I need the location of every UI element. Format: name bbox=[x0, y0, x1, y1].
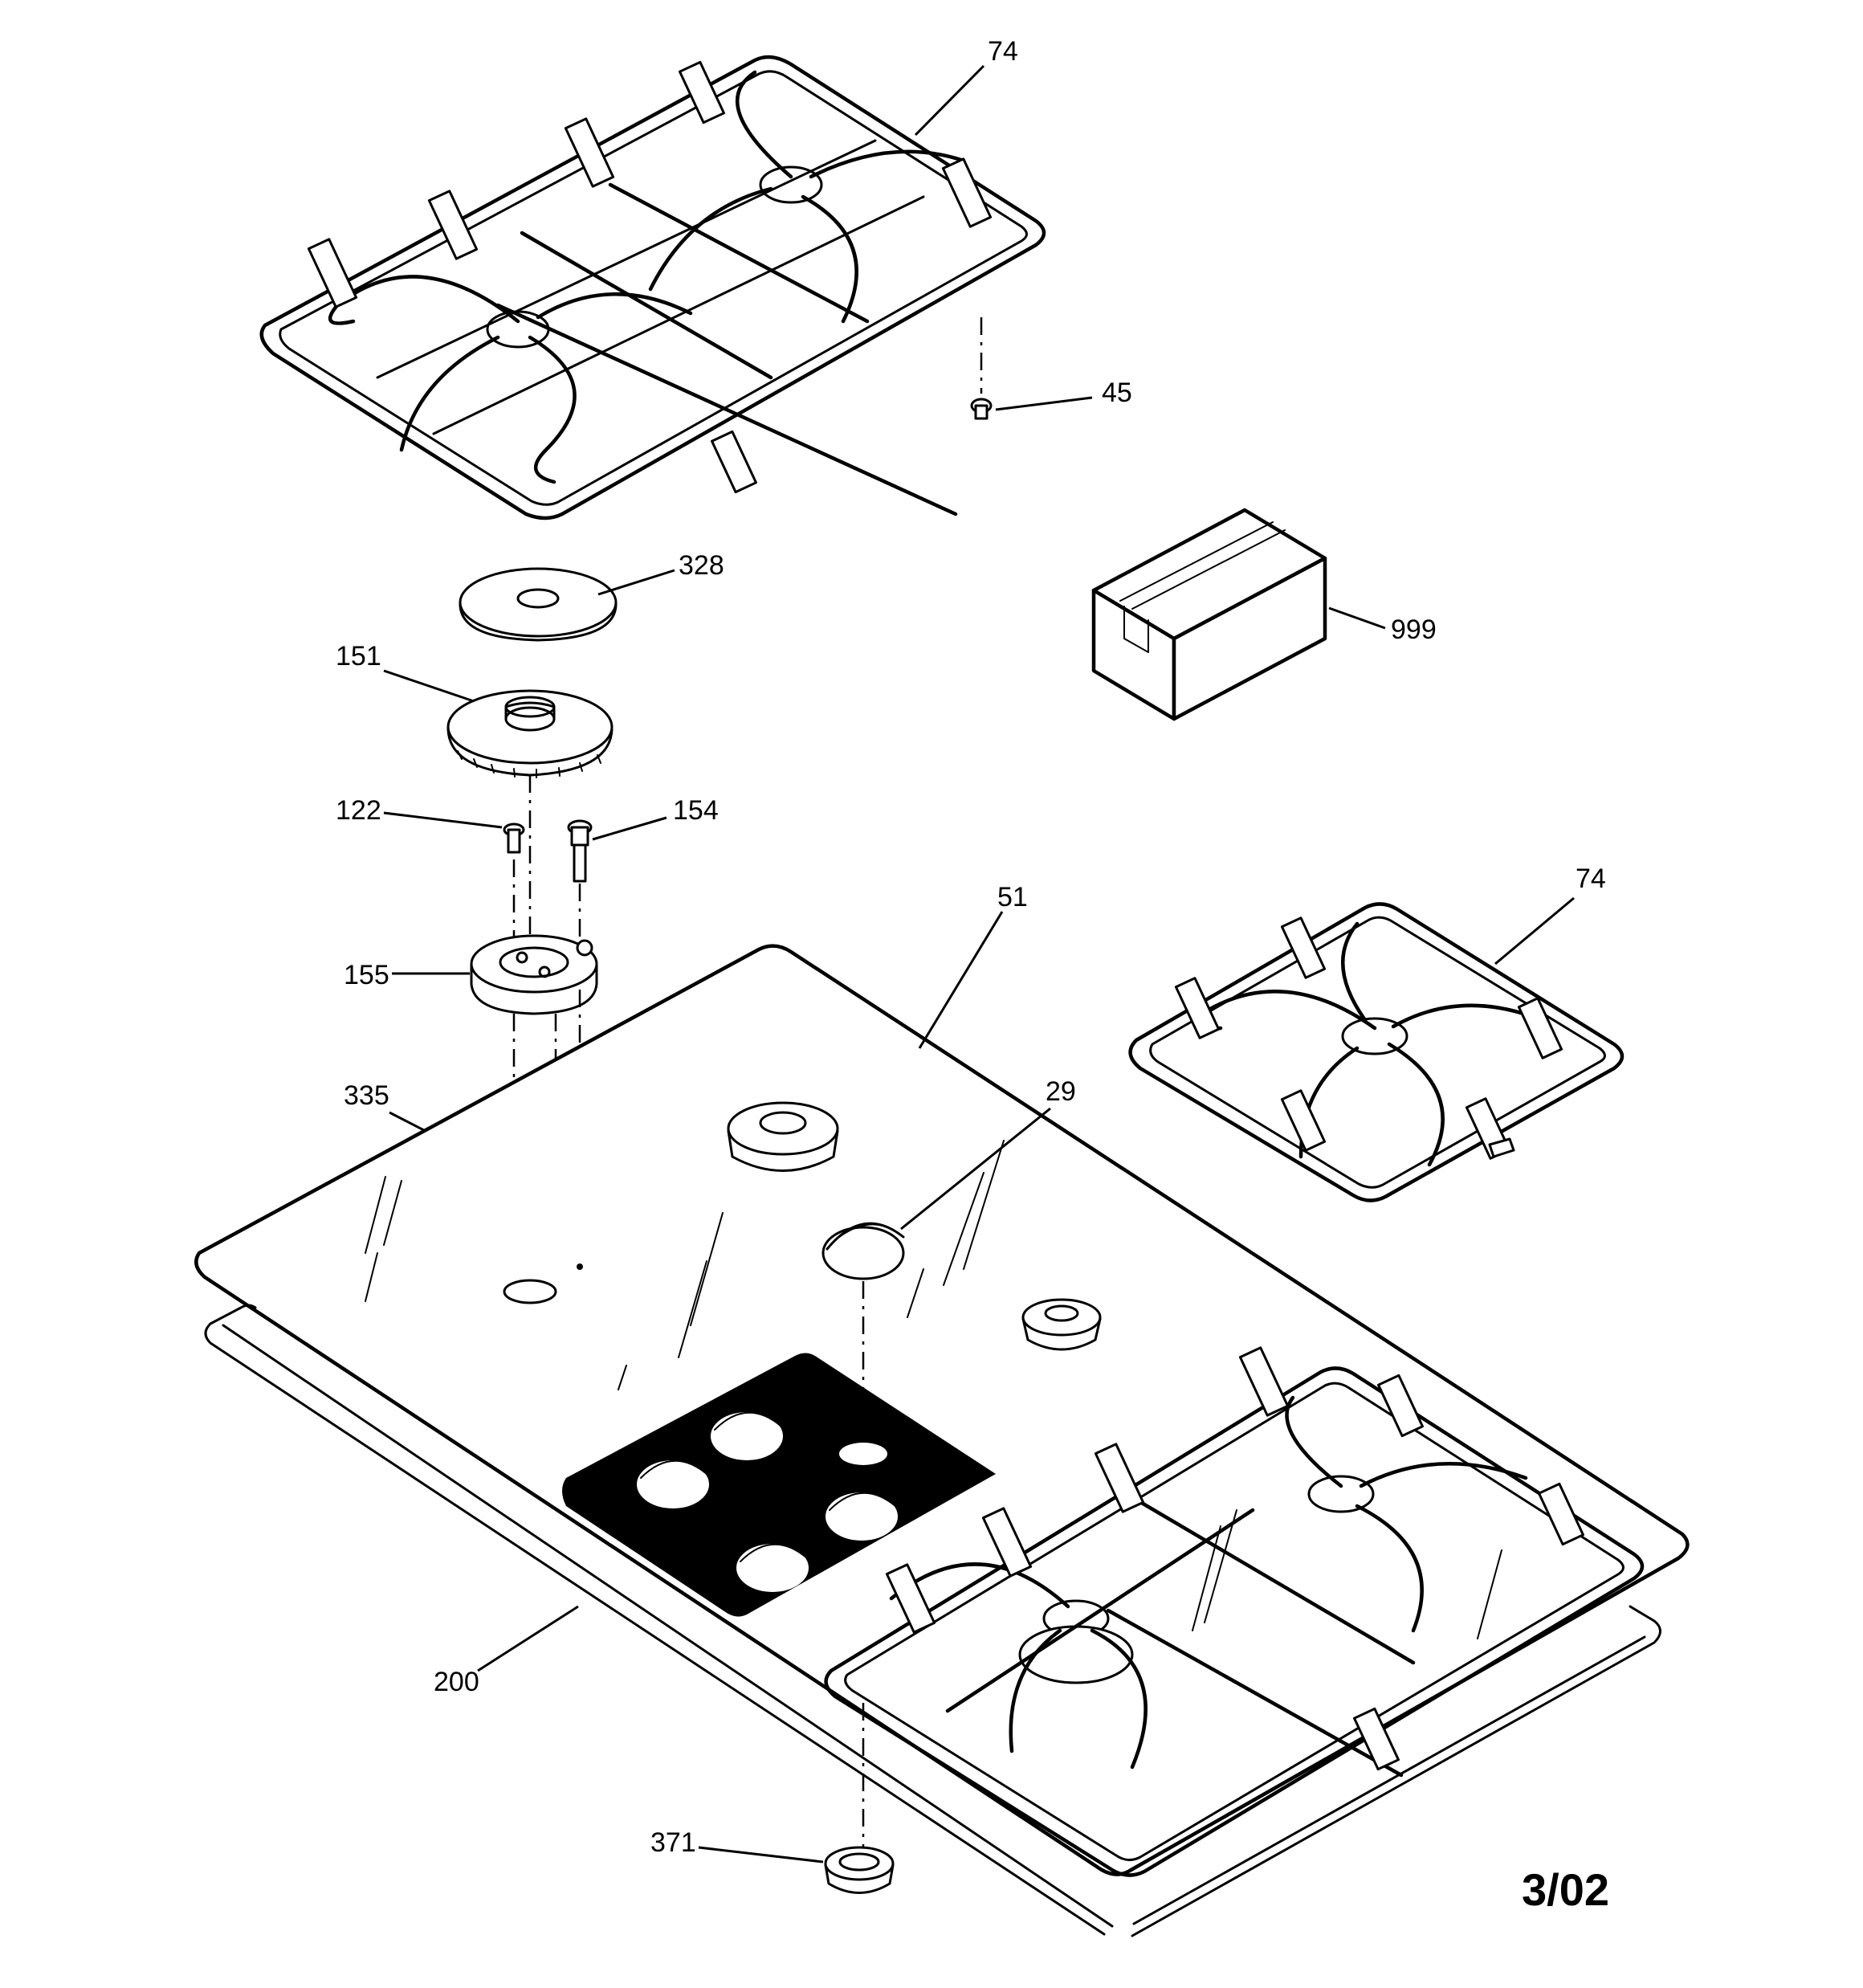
control-knob-29 bbox=[821, 1222, 905, 1438]
front-double-grate bbox=[824, 1346, 1645, 1877]
screw-122 bbox=[503, 823, 525, 952]
callout-371: 371 bbox=[650, 1827, 696, 1858]
screw-45 bbox=[970, 317, 993, 420]
callout-200: 200 bbox=[434, 1667, 479, 1697]
callout-122: 122 bbox=[336, 795, 381, 826]
callout-328: 328 bbox=[679, 550, 724, 581]
callout-74-top: 74 bbox=[988, 36, 1018, 67]
side-grate bbox=[1128, 902, 1625, 1202]
seal-strip-200 bbox=[204, 1304, 1661, 1937]
callout-45: 45 bbox=[1102, 378, 1132, 408]
burner-bowl-rear bbox=[727, 1101, 839, 1172]
control-knob-panel-2 bbox=[637, 1459, 709, 1508]
callout-74-side: 74 bbox=[1576, 863, 1606, 894]
callout-51: 51 bbox=[997, 882, 1028, 912]
control-knob-panel-4 bbox=[736, 1543, 809, 1592]
control-panel bbox=[562, 1353, 996, 1617]
callout-999: 999 bbox=[1391, 614, 1437, 645]
callout-154: 154 bbox=[673, 795, 719, 826]
callout-155: 155 bbox=[344, 960, 389, 990]
control-knob-panel-1 bbox=[711, 1411, 783, 1460]
top-grate bbox=[259, 55, 1046, 520]
grommet-371 bbox=[824, 1703, 895, 1894]
cooktop-glass-51 bbox=[194, 944, 1690, 1876]
burner-bowl-right bbox=[1021, 1298, 1102, 1351]
callout-29: 29 bbox=[1046, 1076, 1076, 1107]
control-knob-panel-3 bbox=[826, 1492, 898, 1541]
burner-head-151 bbox=[446, 689, 614, 778]
package-box-999 bbox=[1091, 508, 1327, 721]
revision-stamp: 3/02 bbox=[1522, 1864, 1609, 1915]
callout-151: 151 bbox=[336, 641, 381, 672]
burner-cap-328 bbox=[459, 567, 618, 642]
callout-335: 335 bbox=[344, 1080, 389, 1111]
burner-base-155 bbox=[470, 934, 598, 1015]
